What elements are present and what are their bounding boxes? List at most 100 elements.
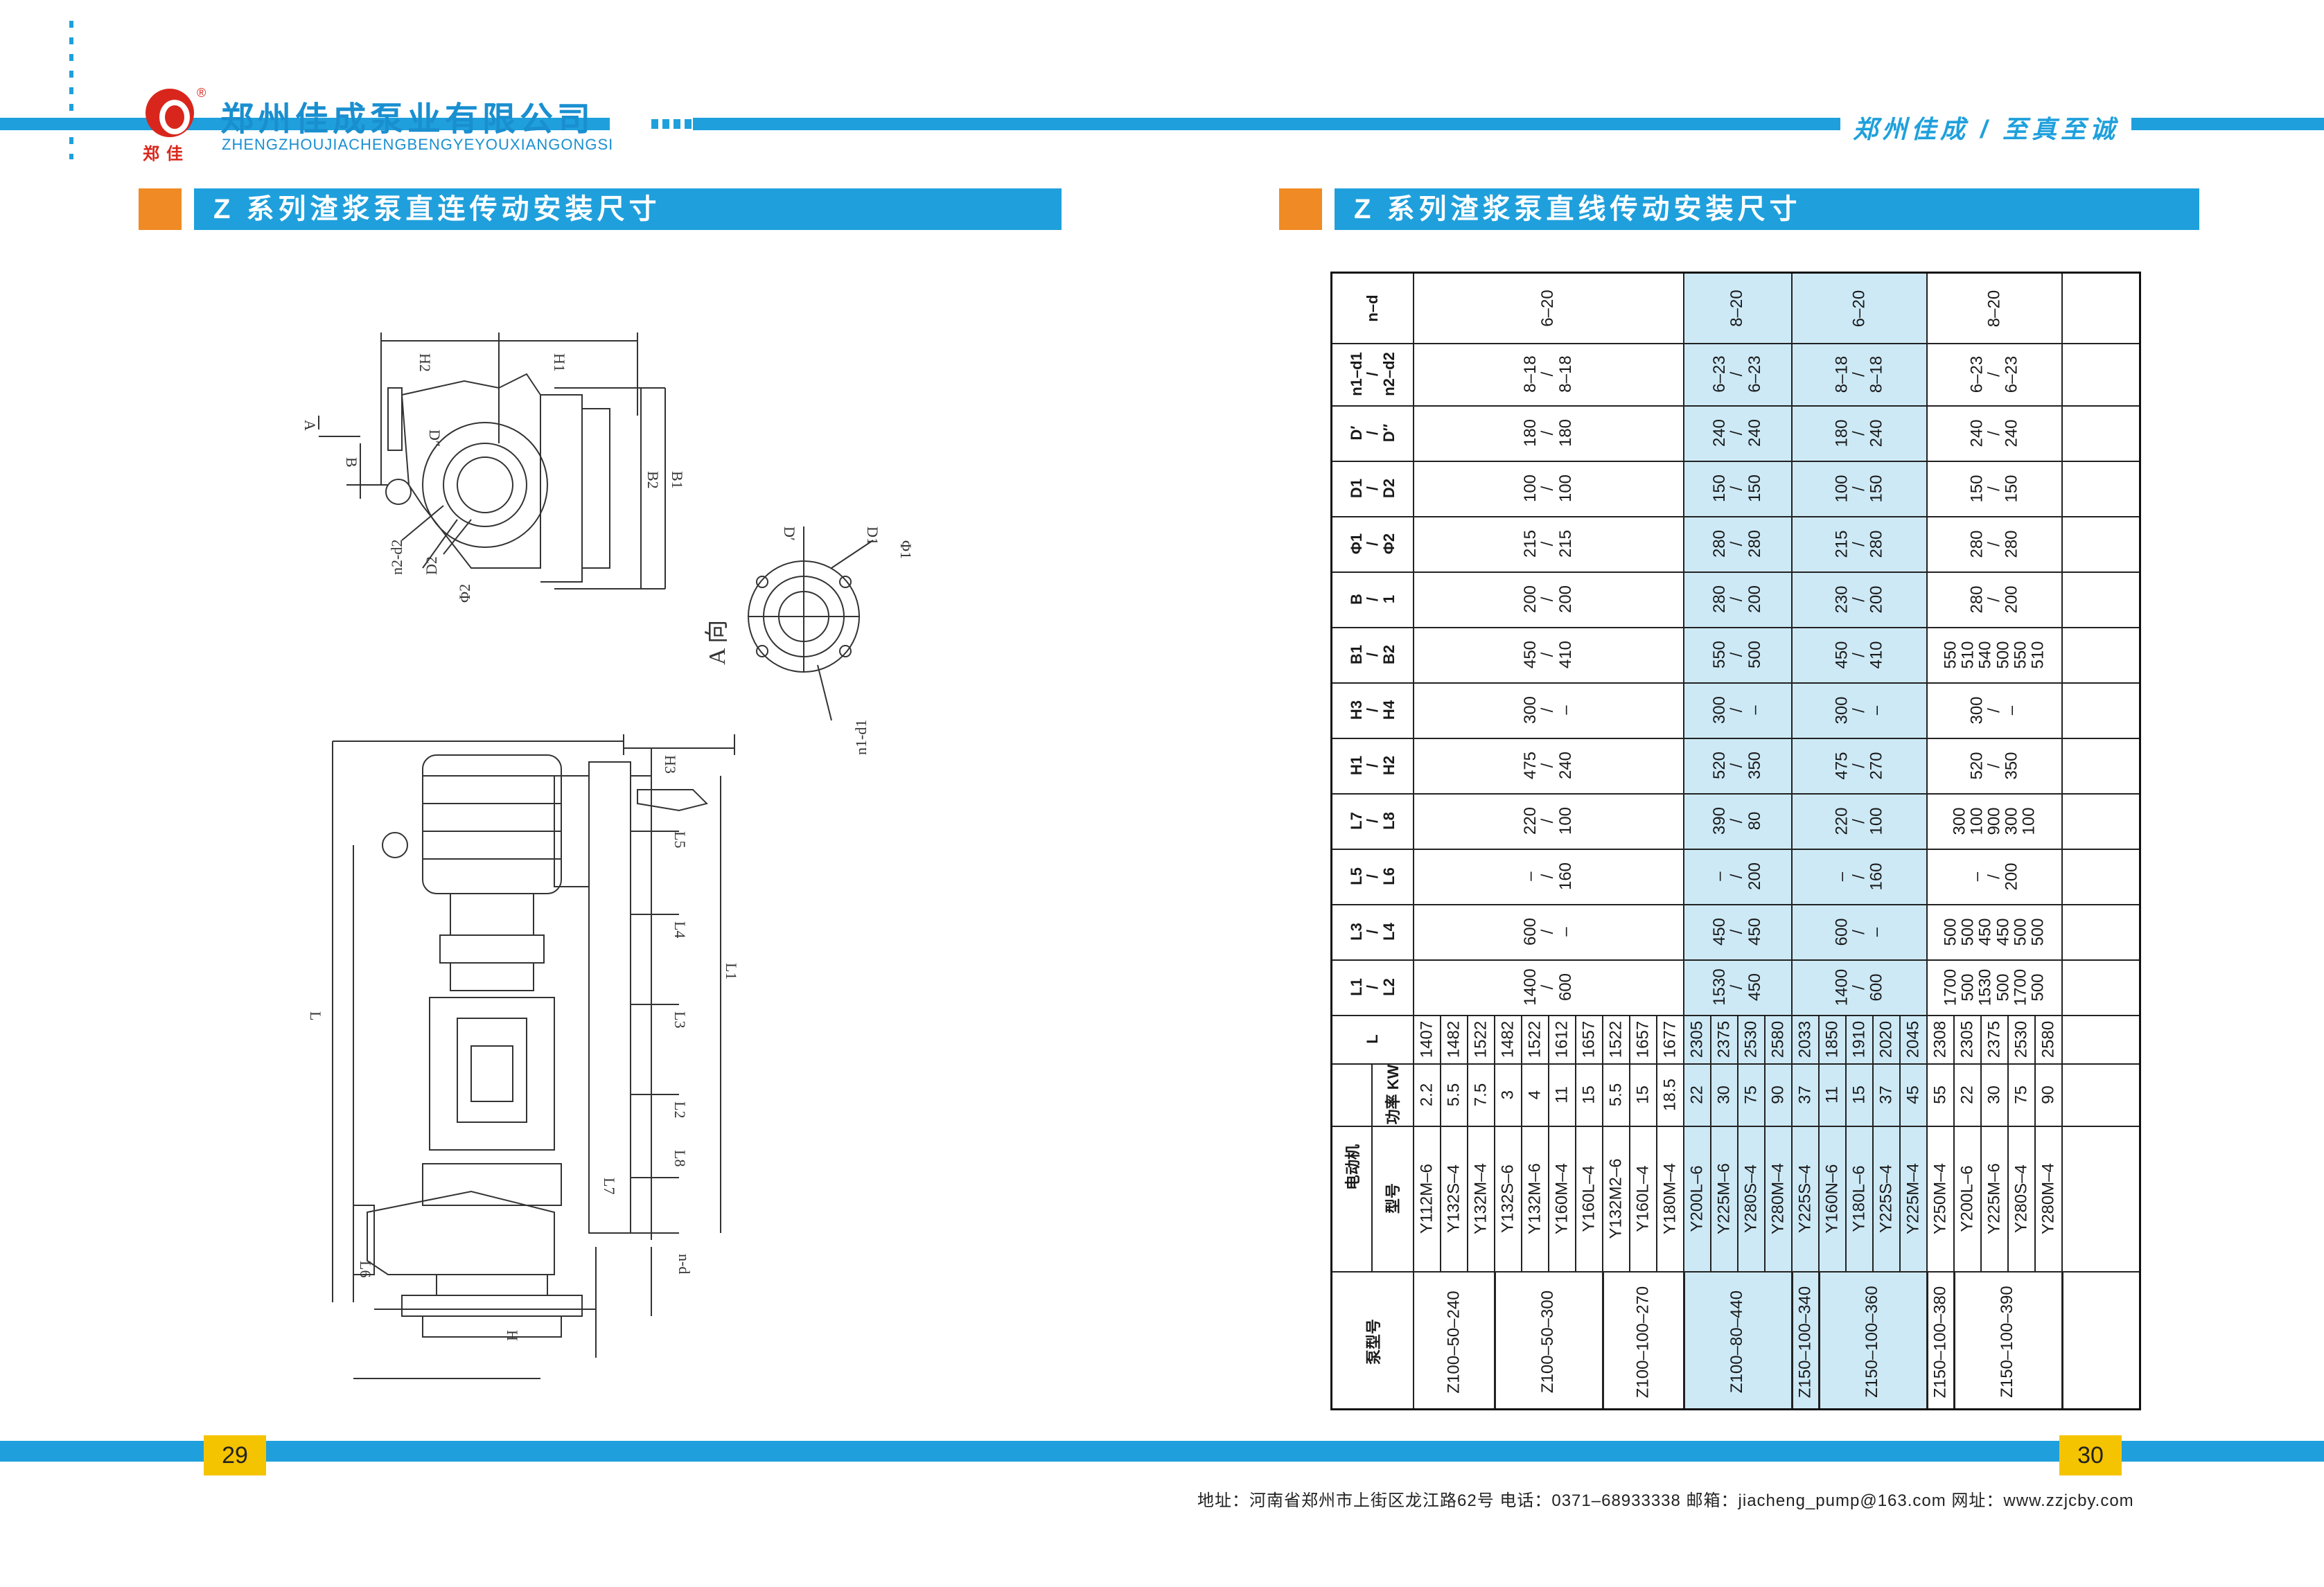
cell-text: 11 [1822, 1085, 1841, 1103]
cell-part: – [1745, 705, 1764, 715]
cell-text: Y180M–4 [1660, 1162, 1679, 1234]
motor-L: 2530 [2007, 1015, 2034, 1063]
motor-power: 55 [1926, 1063, 1953, 1126]
motor-L: 2375 [1710, 1015, 1737, 1063]
header-L7L8: L7/L8 [1332, 793, 1413, 849]
cell-text: 37 [1876, 1085, 1895, 1104]
header-L: L [1332, 1015, 1413, 1063]
cell-part: 280 [1710, 529, 1729, 558]
cell-text: Y160N–6 [1822, 1163, 1841, 1234]
table-rule [1710, 1015, 1711, 1271]
dim-cell-nd: 6–20 [1791, 274, 1926, 343]
cell-part: / [1727, 596, 1747, 602]
dim-label: D′ [781, 526, 798, 541]
motor-model: Y160M–4 [1548, 1126, 1575, 1271]
cell-part: 300 [1949, 806, 1969, 835]
cell-part: L3 [1348, 923, 1366, 941]
cell-text: Y225M–6 [1984, 1162, 2003, 1234]
motor-L: 1407 [1413, 1015, 1440, 1063]
cell-part: / [1849, 486, 1868, 491]
cell-part: / [1727, 371, 1747, 377]
cell-text: Y132S–6 [1497, 1164, 1517, 1233]
cell-part: 500 [1958, 973, 1978, 1002]
cell-text: 5.5 [1605, 1083, 1625, 1106]
cell-part: 280 [1966, 585, 1986, 614]
cell-part: D2 [1380, 478, 1398, 499]
motor-L: 2045 [1899, 1015, 1926, 1063]
table-rule [1332, 461, 2139, 462]
table-rule [1845, 1015, 1847, 1271]
table-rule [1737, 1015, 1738, 1271]
cell-part: 100 [1556, 474, 1575, 503]
cell-part: 80 [1745, 811, 1764, 831]
motor-L: 2033 [1791, 1015, 1818, 1063]
cell-text: 1910 [1849, 1020, 1868, 1058]
dim-label: A 向 [704, 620, 730, 665]
cell-part: 550 [2010, 640, 2030, 669]
motor-model: Y180M–4 [1656, 1126, 1683, 1271]
motor-L: 1482 [1494, 1015, 1521, 1063]
header-n1d1: n1–d1/n2–d2 [1332, 343, 1413, 405]
cell-part: / [1984, 596, 2003, 602]
cell-part: 500 [1940, 917, 1960, 946]
cell-part: 350 [1745, 751, 1764, 780]
dim-cell-nd: 8–20 [1683, 274, 1791, 343]
dim-label: D1 [864, 526, 881, 545]
dim-label: H [504, 1330, 521, 1341]
cell-part: 550 [1710, 640, 1729, 669]
cell-part: 8–18 [1831, 355, 1851, 393]
company-name-en: ZHENGZHOUJIACHENGBENGYEYOUXIANGONGSI [222, 136, 614, 153]
dim-cell-H3H4: 300/– [1683, 682, 1791, 738]
table-rule [1332, 738, 2139, 739]
motor-power: 2.2 [1413, 1063, 1440, 1126]
cell-text: 功率 KW [1384, 1064, 1402, 1125]
cell-text: Y160L–4 [1632, 1164, 1652, 1232]
header-band [0, 118, 2324, 130]
motor-model: Y280M–4 [1764, 1126, 1791, 1271]
cell-part: 300 [1710, 695, 1729, 725]
table-rule [1602, 1015, 1603, 1271]
highlight-band [1791, 1015, 1926, 1408]
motor-L: 1850 [1818, 1015, 1845, 1063]
cell-part: 215 [1831, 529, 1851, 558]
cell-text: Y280M–4 [1768, 1162, 1787, 1234]
motor-model: Y132M–6 [1521, 1126, 1548, 1271]
cell-part: 150 [1710, 474, 1729, 503]
cell-text: n–d [1364, 294, 1381, 322]
cell-part: / [1984, 371, 2003, 377]
cell-part: 1530 [1975, 968, 1995, 1006]
cell-text: 3 [1497, 1090, 1517, 1099]
cell-part: / [1727, 652, 1747, 657]
table-rule [1926, 274, 1928, 1015]
motor-power: 11 [1818, 1063, 1845, 1126]
cell-part: 475 [1521, 751, 1540, 780]
cell-text: Z150–100–340 [1795, 1286, 1814, 1398]
dim-label: L5 [671, 831, 689, 848]
cell-text: 1657 [1578, 1020, 1598, 1058]
motor-model: Y112M–6 [1413, 1126, 1440, 1271]
cell-part: 520 [1966, 751, 1986, 780]
cell-part: / [1849, 818, 1868, 824]
cell-part: / [1849, 541, 1868, 547]
dim-cell-B: 230/200 [1791, 571, 1926, 627]
band-dash [651, 119, 658, 129]
cell-text: Y225S–4 [1795, 1164, 1814, 1233]
motor-L: 2580 [2034, 1015, 2061, 1063]
cell-text: 1522 [1470, 1020, 1490, 1058]
page-number-left: 29 [204, 1435, 266, 1475]
cell-part: B2 [1380, 644, 1398, 665]
cell-part: / [1538, 430, 1558, 436]
highlight-band [1683, 274, 1791, 1015]
cell-part: – [1867, 927, 1886, 937]
cell-part: – [1556, 705, 1575, 715]
cell-part: / [1364, 929, 1382, 934]
cell-part: 280 [1745, 529, 1764, 558]
dim-cell-phi: 215/280 [1791, 516, 1926, 571]
cell-part: L4 [1380, 923, 1398, 941]
cell-part: / [1984, 763, 2003, 768]
cell-text: 2580 [1768, 1020, 1787, 1058]
cell-text: Z100–100–270 [1632, 1286, 1652, 1398]
cell-text: Y132S–4 [1443, 1164, 1463, 1233]
